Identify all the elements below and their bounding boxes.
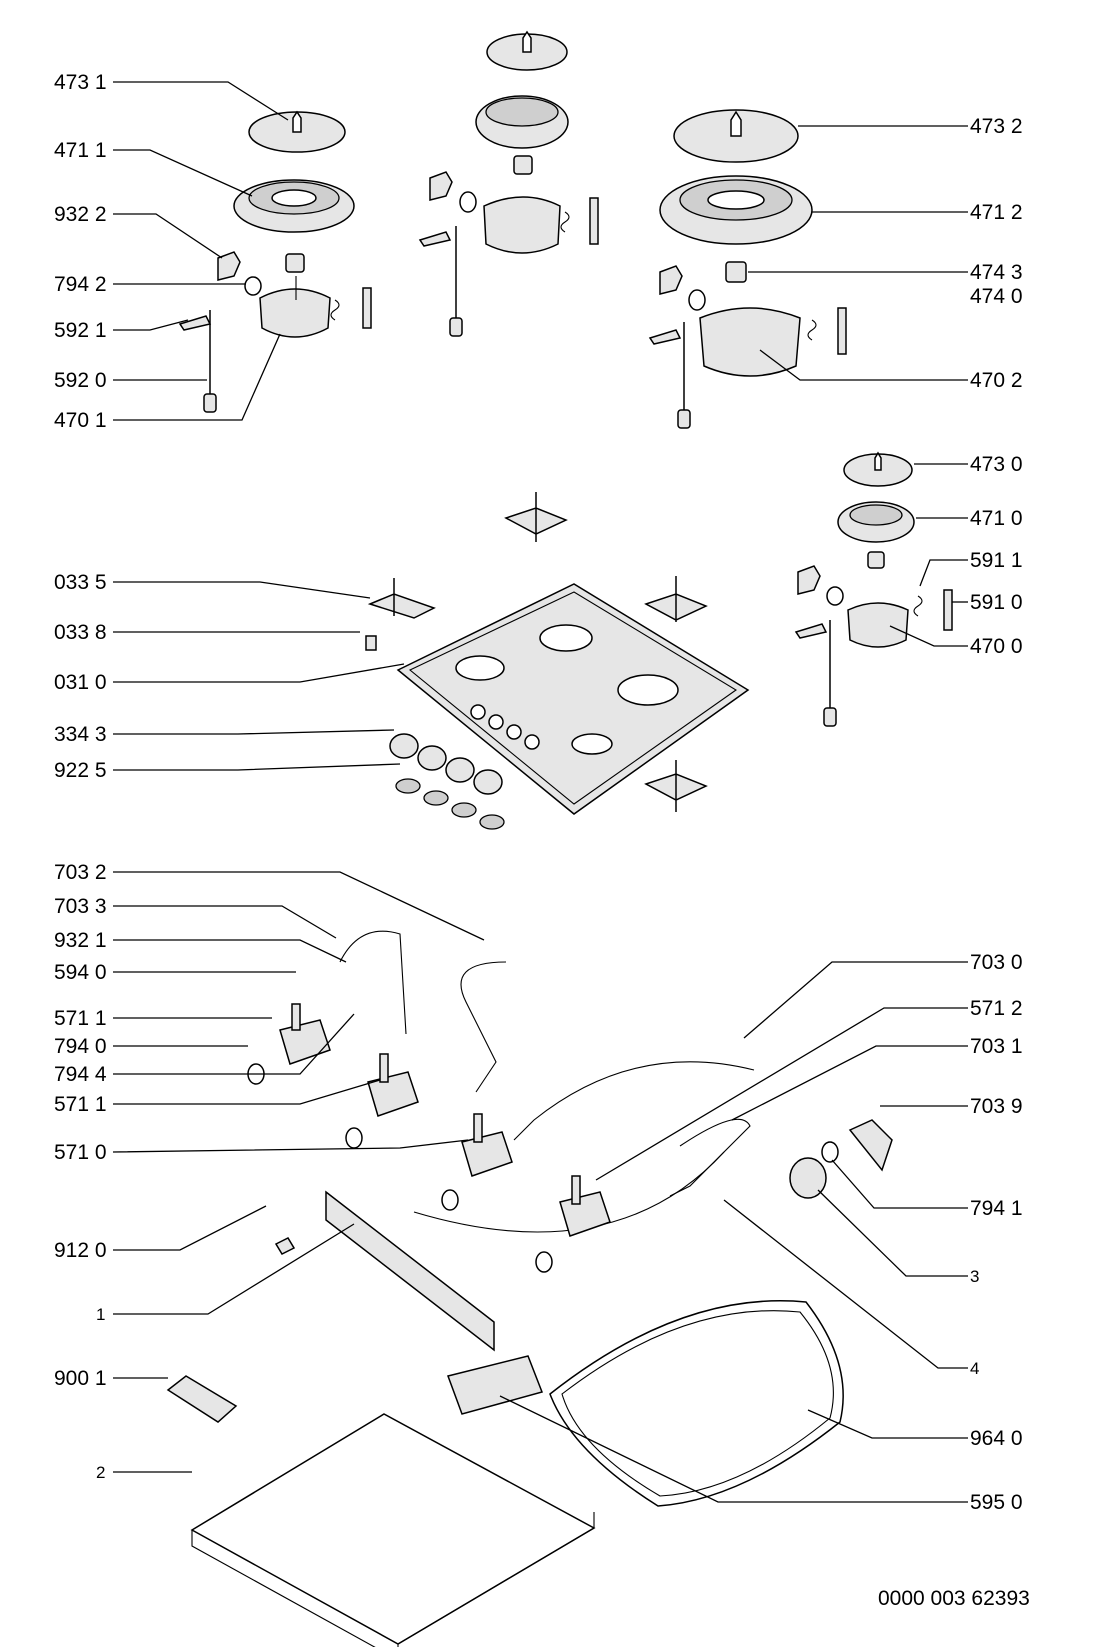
label-471-0: 471 0 — [970, 507, 1023, 530]
label-470-2: 470 2 — [970, 369, 1023, 392]
label-571-0: 571 0 — [54, 1141, 107, 1164]
label-794-4: 794 4 — [54, 1063, 107, 1086]
label-334-3: 334 3 — [54, 723, 107, 746]
label-932-1: 932 1 — [54, 929, 107, 952]
gas-pipes — [339, 930, 893, 1233]
label-703-9: 703 9 — [970, 1095, 1023, 1118]
part-labels: 473 1 471 1 932 2 794 2 592 1 592 0 470 … — [54, 71, 1030, 1610]
label-595-0: 595 0 — [970, 1491, 1023, 1514]
label-592-0: 592 0 — [54, 369, 107, 392]
label-592-1: 592 1 — [54, 319, 107, 342]
burner-assembly-right — [648, 109, 847, 429]
label-794-2: 794 2 — [54, 273, 107, 296]
knobs — [365, 635, 505, 830]
hob-top-plate — [396, 583, 750, 815]
label-473-1: 473 1 — [54, 71, 107, 94]
label-591-0: 591 0 — [970, 591, 1023, 614]
label-033-8: 033 8 — [54, 621, 107, 644]
label-033-5: 033 5 — [54, 571, 107, 594]
label-471-2: 471 2 — [970, 201, 1023, 224]
label-794-1: 794 1 — [970, 1197, 1023, 1220]
label-794-0: 794 0 — [54, 1035, 107, 1058]
burner-assembly-center — [418, 30, 599, 337]
label-703-1: 703 1 — [970, 1035, 1023, 1058]
label-591-1: 591 1 — [970, 549, 1023, 572]
label-4: 4 — [970, 1359, 979, 1378]
label-470-0: 470 0 — [970, 635, 1023, 658]
label-3: 3 — [970, 1267, 979, 1286]
label-031-0: 031 0 — [54, 671, 107, 694]
document-number: 0000 003 62393 — [878, 1587, 1030, 1610]
bottom-tray — [166, 1375, 596, 1647]
burner-assembly-small — [794, 451, 953, 727]
label-703-0: 703 0 — [970, 951, 1023, 974]
seal-gasket — [549, 1300, 844, 1507]
label-473-2: 473 2 — [970, 115, 1023, 138]
label-594-0: 594 0 — [54, 961, 107, 984]
label-703-2: 703 2 — [54, 861, 107, 884]
label-571-1-a: 571 1 — [54, 1007, 107, 1030]
label-571-2: 571 2 — [970, 997, 1023, 1020]
label-1: 1 — [96, 1305, 105, 1324]
label-964-0: 964 0 — [970, 1427, 1023, 1450]
label-474-0: 474 0 — [970, 285, 1023, 308]
label-932-2: 932 2 — [54, 203, 107, 226]
label-922-5: 922 5 — [54, 759, 107, 782]
label-470-1: 470 1 — [54, 409, 107, 432]
label-912-0: 912 0 — [54, 1239, 107, 1262]
leader-lines — [112, 81, 968, 1503]
label-703-3: 703 3 — [54, 895, 107, 918]
ignition-module — [447, 1355, 544, 1415]
front-bracket — [274, 1190, 495, 1352]
label-471-1: 471 1 — [54, 139, 107, 162]
label-473-0: 473 0 — [970, 453, 1023, 476]
label-474-3: 474 3 — [970, 261, 1023, 284]
label-571-1-b: 571 1 — [54, 1093, 107, 1116]
pan-supports — [367, 492, 708, 812]
label-2: 2 — [96, 1463, 105, 1482]
label-900-1: 900 1 — [54, 1367, 107, 1390]
burner-assembly-left — [178, 110, 372, 413]
